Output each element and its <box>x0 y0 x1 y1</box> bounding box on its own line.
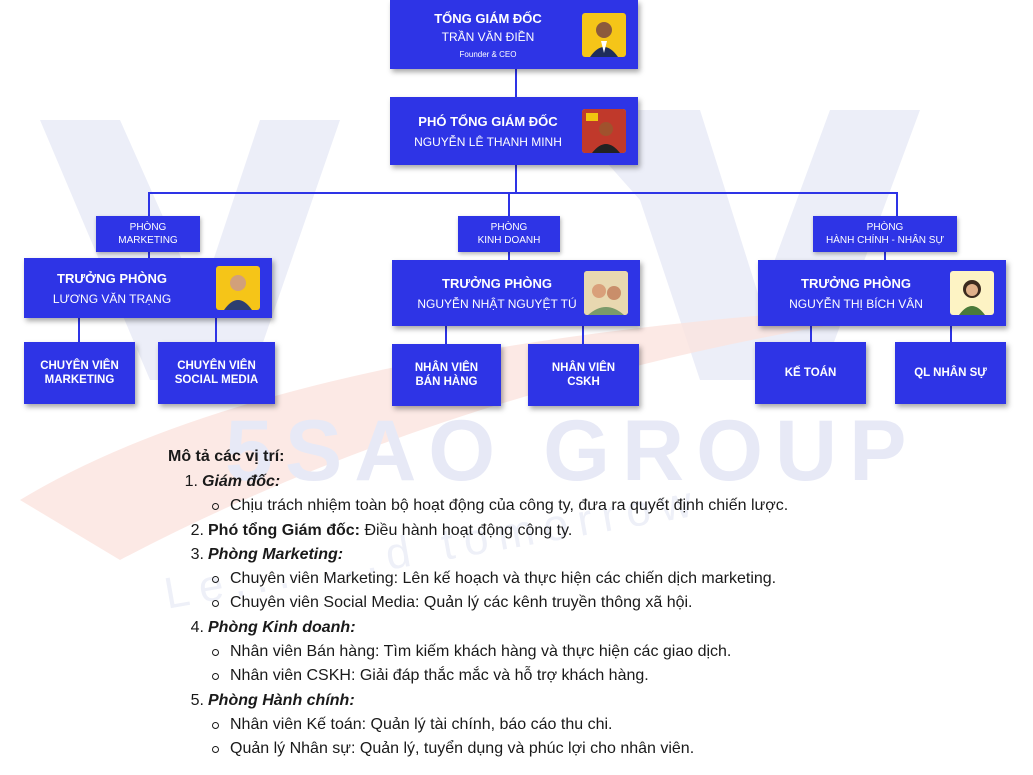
watermark-brand: 5SAO GROUP <box>225 403 919 499</box>
list-subitem: Nhân viên CSKH: Giải đáp thắc mắc và hỗ … <box>168 664 788 688</box>
ceo-name: TRẦN VĂN ĐIỀN <box>441 29 535 44</box>
list-item: 4.Phòng Kinh doanh: <box>190 618 356 636</box>
head-name: NGUYỄN NHẬT NGUYỆT TÚ <box>417 296 577 311</box>
head-title: TRƯỞNG PHÒNG <box>442 275 552 291</box>
list-item: 1.Giám đốc: <box>184 473 281 490</box>
head-title: TRƯỞNG PHÒNG <box>57 270 167 286</box>
staff-social-media: CHUYÊN VIÊN SOCIAL MEDIA <box>158 342 275 404</box>
head-admin-hr-box: TRƯỞNG PHÒNG NGUYỄN THỊ BÍCH VÂN <box>758 260 1006 326</box>
head-marketing-box: TRƯỞNG PHÒNG LƯƠNG VĂN TRẠNG <box>24 258 272 318</box>
list-item: 5.Phòng Hành chính: <box>190 691 355 709</box>
staff-hr-management: QL NHÂN SỰ <box>895 342 1006 404</box>
ceo-title: TỔNG GIÁM ĐỐC <box>434 10 542 26</box>
list-subitem: Chuyên viên Social Media: Quản lý các kê… <box>168 591 788 615</box>
vice-ceo-avatar <box>582 109 626 153</box>
head-admin-hr-avatar <box>950 271 994 315</box>
dept-label-admin-hr: PHÒNG HÀNH CHÍNH - NHÂN SỰ <box>813 216 957 252</box>
list-subitem: Nhân viên Kế toán: Quản lý tài chính, bá… <box>168 713 788 737</box>
head-name: NGUYỄN THỊ BÍCH VÂN <box>789 296 923 311</box>
position-descriptions: Mô tả các vị trí: 1.Giám đốc: Chịu trách… <box>168 448 788 762</box>
head-title: TRƯỞNG PHÒNG <box>801 275 911 291</box>
dept-label-marketing: PHÒNG MARKETING <box>96 216 200 252</box>
staff-marketing: CHUYÊN VIÊN MARKETING <box>24 342 135 404</box>
vice-ceo-name: NGUYỄN LÊ THANH MINH <box>414 134 562 149</box>
description-heading: Mô tả các vị trí: <box>168 448 285 465</box>
ceo-avatar <box>582 12 626 57</box>
staff-accounting: KẾ TOÁN <box>755 342 866 404</box>
vice-ceo-box: PHÓ TỔNG GIÁM ĐỐC NGUYỄN LÊ THANH MINH <box>390 97 638 165</box>
staff-cskh: NHÂN VIÊN CSKH <box>528 344 639 406</box>
list-subitem: Chuyên viên Marketing: Lên kế hoạch và t… <box>168 567 788 591</box>
list-item: 3.Phòng Marketing: <box>190 545 344 563</box>
list-item: 2.Phó tổng Giám đốc: Điều hành hoạt động… <box>190 521 573 539</box>
head-sales-box: TRƯỞNG PHÒNG NGUYỄN NHẬT NGUYỆT TÚ <box>392 260 640 326</box>
head-name: LƯƠNG VĂN TRẠNG <box>52 291 172 306</box>
head-marketing-avatar <box>216 266 260 310</box>
ceo-box: TỔNG GIÁM ĐỐC TRẦN VĂN ĐIỀN Founder & CE… <box>390 0 638 69</box>
list-subitem: Chịu trách nhiệm toàn bộ hoạt động của c… <box>168 494 788 518</box>
head-sales-avatar <box>584 271 628 315</box>
list-subitem: Quản lý Nhân sự: Quản lý, tuyển dụng và … <box>168 737 788 761</box>
vice-ceo-title: PHÓ TỔNG GIÁM ĐỐC <box>418 113 558 129</box>
dept-label-sales: PHÒNG KINH DOANH <box>458 216 560 252</box>
ceo-role: Founder & CEO <box>459 49 517 59</box>
staff-sales: NHÂN VIÊN BÁN HÀNG <box>392 344 501 406</box>
list-subitem: Nhân viên Bán hàng: Tìm kiếm khách hàng … <box>168 640 788 664</box>
